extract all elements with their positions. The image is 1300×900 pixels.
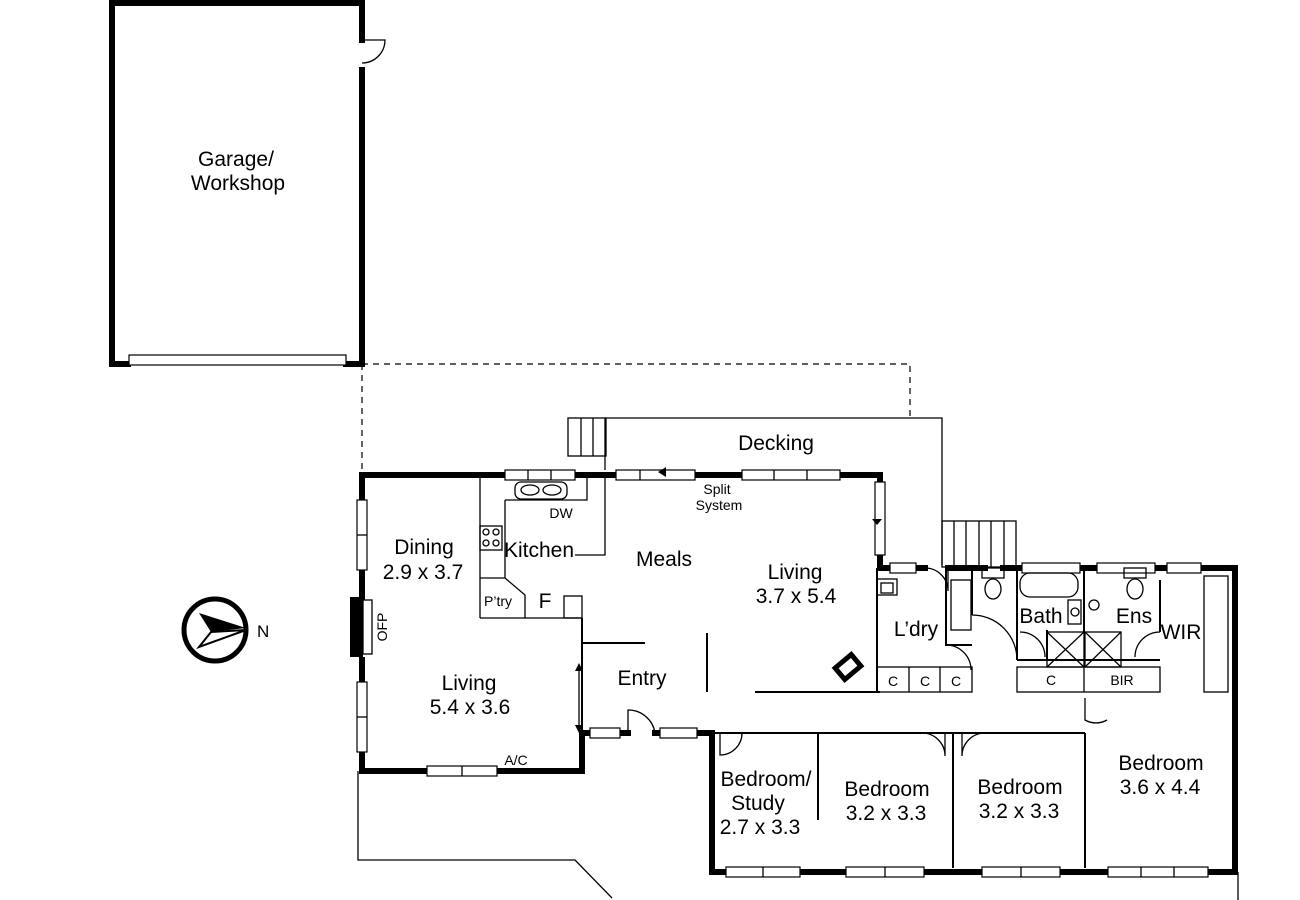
garage-door	[128, 354, 347, 366]
kitchen-label: Kitchen	[504, 539, 574, 562]
toilet-1	[981, 567, 1005, 600]
compass-label: N	[257, 622, 269, 641]
wir-label: WIR	[1161, 621, 1202, 644]
ofp-label: OFP	[374, 613, 390, 642]
ac-label: A/C	[504, 752, 527, 768]
decking-label: Decking	[738, 432, 814, 455]
garage-structure	[109, 0, 386, 367]
decking-structure	[567, 417, 1017, 568]
garage-label-line2: Workshop	[191, 172, 285, 195]
bedroom-study-label-line1: Bedroom/	[720, 768, 811, 791]
fridge-label: F	[539, 590, 552, 613]
garage-label-line1: Garage/	[198, 148, 274, 171]
split-system-label-line1: Split	[703, 481, 730, 497]
bedroom-2-dimensions: 3.2 x 3.3	[846, 802, 927, 825]
bathtub	[1019, 572, 1079, 598]
cupboard-label-4: C	[1046, 672, 1056, 688]
fridge-cabinet	[563, 595, 583, 619]
fireplace	[350, 597, 363, 657]
north-arrow-icon	[181, 596, 249, 664]
garage-side-door	[361, 39, 386, 64]
entry-label: Entry	[617, 667, 667, 690]
sink	[514, 481, 568, 500]
bedroom-3-label: Bedroom	[977, 776, 1062, 799]
bedroom-3-dimensions: 3.2 x 3.3	[979, 800, 1060, 823]
cooktop	[479, 525, 503, 551]
living-west-dimensions: 5.4 x 3.6	[430, 696, 511, 719]
ensuite-label: Ens	[1116, 605, 1152, 628]
living-main-label: Living	[768, 561, 823, 584]
cupboard-label-2: C	[920, 673, 930, 689]
bir-label: BIR	[1110, 672, 1133, 688]
room-labels: Garage/ Workshop Decking Dining 2.9 x 3.…	[191, 148, 1204, 839]
cupboard-label-1: C	[888, 673, 898, 689]
bedroom-study-dimensions: 2.7 x 3.3	[720, 816, 801, 839]
meals-label: Meals	[636, 548, 692, 571]
deck-steps-west	[567, 417, 607, 457]
bedroom-main-dimensions: 3.6 x 4.4	[1120, 776, 1201, 799]
dishwasher-label: DW	[549, 505, 573, 521]
pantry-label: P’try	[484, 593, 512, 609]
split-system-label-line2: System	[696, 497, 743, 513]
dining-dimensions: 2.9 x 3.7	[383, 561, 464, 584]
heater	[831, 650, 865, 684]
interior-walls	[357, 476, 1239, 900]
bedroom-2-label: Bedroom	[844, 778, 929, 801]
laundry-label: L’dry	[894, 618, 939, 641]
cupboard-label-3: C	[951, 673, 961, 689]
house-walls	[350, 472, 1238, 875]
living-main-dimensions: 3.7 x 5.4	[756, 585, 837, 608]
deck-steps-east	[941, 520, 1017, 568]
living-west-label: Living	[442, 672, 497, 695]
bedroom-main-label: Bedroom	[1118, 752, 1203, 775]
dining-label: Dining	[394, 536, 454, 559]
bedroom-study-label-line2: Study	[731, 792, 785, 815]
toilet-2	[1123, 567, 1147, 600]
bath-label: Bath	[1019, 605, 1062, 628]
